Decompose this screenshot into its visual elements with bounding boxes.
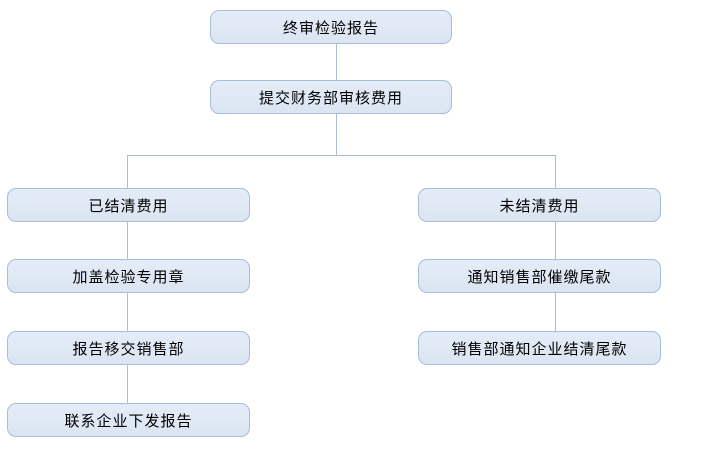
- connector-branch-to-settled: [127, 155, 128, 188]
- connector-branch-to-unsettled: [555, 155, 556, 188]
- connector-unsettled-to-notify-sales: [555, 222, 556, 259]
- flowchart-node-sales-notify-enterprise: 销售部通知企业结清尾款: [418, 331, 661, 365]
- connector-notify-sales-to-sales-notify-enterprise: [555, 293, 556, 331]
- flowchart-node-final-report: 终审检验报告: [210, 10, 452, 44]
- connector-stamp-seal-to-report-to-sales: [127, 293, 128, 331]
- flowchart-node-notify-sales-collect: 通知销售部催缴尾款: [418, 259, 661, 293]
- connector-branch-horizontal: [127, 155, 556, 156]
- flowchart-node-contact-enterprise: 联系企业下发报告: [7, 403, 250, 437]
- connector-submit-finance-to-branch: [336, 114, 337, 155]
- flowchart-node-report-to-sales: 报告移交销售部: [7, 331, 250, 365]
- flowchart-node-settled-fees: 已结清费用: [7, 188, 250, 222]
- flowchart-node-unsettled-fees: 未结清费用: [418, 188, 661, 222]
- connector-settled-to-stamp-seal: [127, 222, 128, 259]
- flowchart-node-stamp-seal: 加盖检验专用章: [7, 259, 250, 293]
- connector-report-to-sales-to-contact-enterprise: [127, 365, 128, 403]
- flowchart-node-submit-finance: 提交财务部审核费用: [210, 80, 452, 114]
- connector-final-report-to-submit-finance: [336, 44, 337, 80]
